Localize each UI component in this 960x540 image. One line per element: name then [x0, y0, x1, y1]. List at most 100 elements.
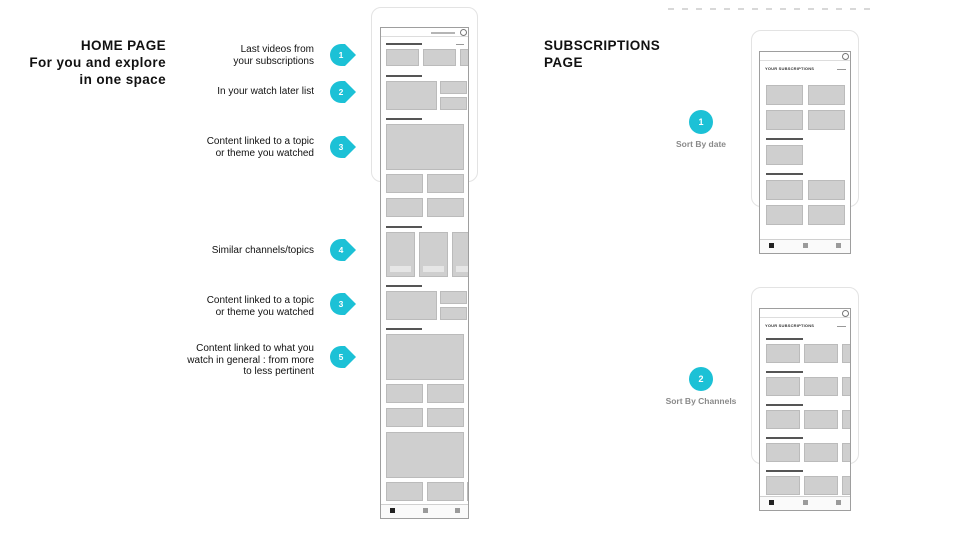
library-nav-icon[interactable]	[455, 508, 460, 513]
faint-ruler	[668, 8, 878, 10]
home-top-strip	[381, 28, 468, 37]
subs-screen-header-2: YOUR SUBSCRIPTIONS	[765, 323, 815, 328]
thumbnail	[766, 344, 800, 363]
avatar-icon	[842, 310, 849, 317]
bottom-nav-bar	[381, 504, 468, 518]
annotation-label-3b: Content linked to a topic or theme you w…	[206, 295, 314, 318]
thumbnail	[804, 410, 838, 429]
thumbnail	[427, 408, 464, 427]
thumbnail	[460, 49, 468, 66]
channel-caption	[455, 265, 468, 273]
date-group-bar	[766, 173, 803, 175]
thumbnail	[766, 145, 803, 165]
subs-top-strip	[760, 309, 850, 318]
thumbnail	[427, 198, 464, 217]
thumbnail	[386, 291, 437, 320]
subscriptions-nav-icon[interactable]	[423, 508, 428, 513]
sort-marker-1: 1	[689, 110, 713, 134]
annotation-label-3: Content linked to a topic or theme you w…	[206, 136, 314, 159]
channel-group-bar	[766, 437, 803, 439]
sort-dropdown[interactable]	[837, 326, 846, 327]
date-group-bar	[766, 138, 803, 140]
avatar-icon	[460, 29, 467, 36]
thumbnail	[423, 49, 456, 66]
thumbnail	[386, 81, 437, 110]
thumbnail	[386, 334, 464, 380]
home-topbar-line	[431, 32, 455, 34]
thumbnail	[842, 377, 850, 396]
marker-1: 1	[330, 43, 356, 67]
thumbnail	[808, 180, 845, 200]
subscriptions-page-title: SUBSCRIPTIONS PAGE	[544, 38, 661, 70]
thumbnail	[386, 432, 464, 478]
thumbnail	[766, 85, 803, 105]
thumbnail	[440, 291, 467, 304]
avatar-icon	[842, 53, 849, 60]
section-heading-bar	[386, 328, 422, 330]
channel-group-bar	[766, 470, 803, 472]
thumbnail	[766, 180, 803, 200]
sort-by-channels-label: Sort By Channels	[665, 396, 737, 406]
subs-screen-by-channels: YOUR SUBSCRIPTIONS	[759, 308, 851, 511]
thumbnail	[842, 410, 850, 429]
thumbnail	[386, 174, 423, 193]
thumbnail	[386, 198, 423, 217]
thumbnail	[386, 408, 423, 427]
marker-3: 3	[330, 135, 356, 159]
library-nav-icon[interactable]	[836, 500, 841, 505]
channel-group-bar	[766, 371, 803, 373]
subs-screen-by-date: YOUR SUBSCRIPTIONS	[759, 51, 851, 254]
channel-caption	[422, 265, 445, 273]
thumbnail	[804, 476, 838, 495]
marker-2: 2	[330, 80, 356, 104]
annotation-label-5: Content linked to what you watch in gene…	[187, 343, 314, 377]
marker-3b: 3	[330, 292, 356, 316]
annotation-label-4: Similar channels/topics	[211, 245, 314, 256]
subscriptions-nav-icon[interactable]	[803, 243, 808, 248]
thumbnail	[842, 344, 850, 363]
thumbnail	[804, 344, 838, 363]
thumbnail	[440, 97, 467, 110]
thumbnail	[804, 377, 838, 396]
home-nav-icon[interactable]	[390, 508, 395, 513]
thumbnail	[386, 124, 464, 170]
section-heading-bar	[386, 43, 422, 45]
home-nav-icon[interactable]	[769, 500, 774, 505]
thumbnail	[808, 110, 845, 130]
library-nav-icon[interactable]	[836, 243, 841, 248]
section-heading-bar	[386, 75, 422, 77]
thumbnail	[766, 377, 800, 396]
bottom-nav-bar	[760, 239, 850, 253]
thumbnail	[808, 85, 845, 105]
thumbnail	[386, 384, 423, 403]
subs-top-strip	[760, 52, 850, 61]
marker-4: 4	[330, 238, 356, 262]
channel-group-bar	[766, 338, 803, 340]
thumbnail	[842, 476, 850, 495]
home-nav-icon[interactable]	[769, 243, 774, 248]
thumbnail	[386, 49, 419, 66]
thumbnail	[766, 410, 800, 429]
subs-screen-header: YOUR SUBSCRIPTIONS	[765, 66, 815, 71]
annotation-label-2: In your watch later list	[217, 86, 314, 97]
thumbnail	[766, 476, 800, 495]
channel-group-bar	[766, 404, 803, 406]
thumbnail	[804, 443, 838, 462]
thumbnail	[766, 443, 800, 462]
subscriptions-nav-icon[interactable]	[803, 500, 808, 505]
home-screen-wireframe	[380, 27, 469, 519]
thumbnail	[427, 482, 464, 501]
sort-dropdown[interactable]	[837, 69, 846, 70]
channel-caption	[389, 265, 412, 273]
thumbnail	[766, 205, 803, 225]
sort-marker-2: 2	[689, 367, 713, 391]
marker-5: 5	[330, 345, 356, 369]
thumbnail	[386, 482, 423, 501]
section-heading-bar	[386, 118, 422, 120]
section-heading-bar	[386, 285, 422, 287]
bottom-nav-bar	[760, 496, 850, 510]
thumbnail	[808, 205, 845, 225]
thumbnail	[842, 443, 850, 462]
thumbnail	[440, 307, 467, 320]
thumbnail	[427, 384, 464, 403]
